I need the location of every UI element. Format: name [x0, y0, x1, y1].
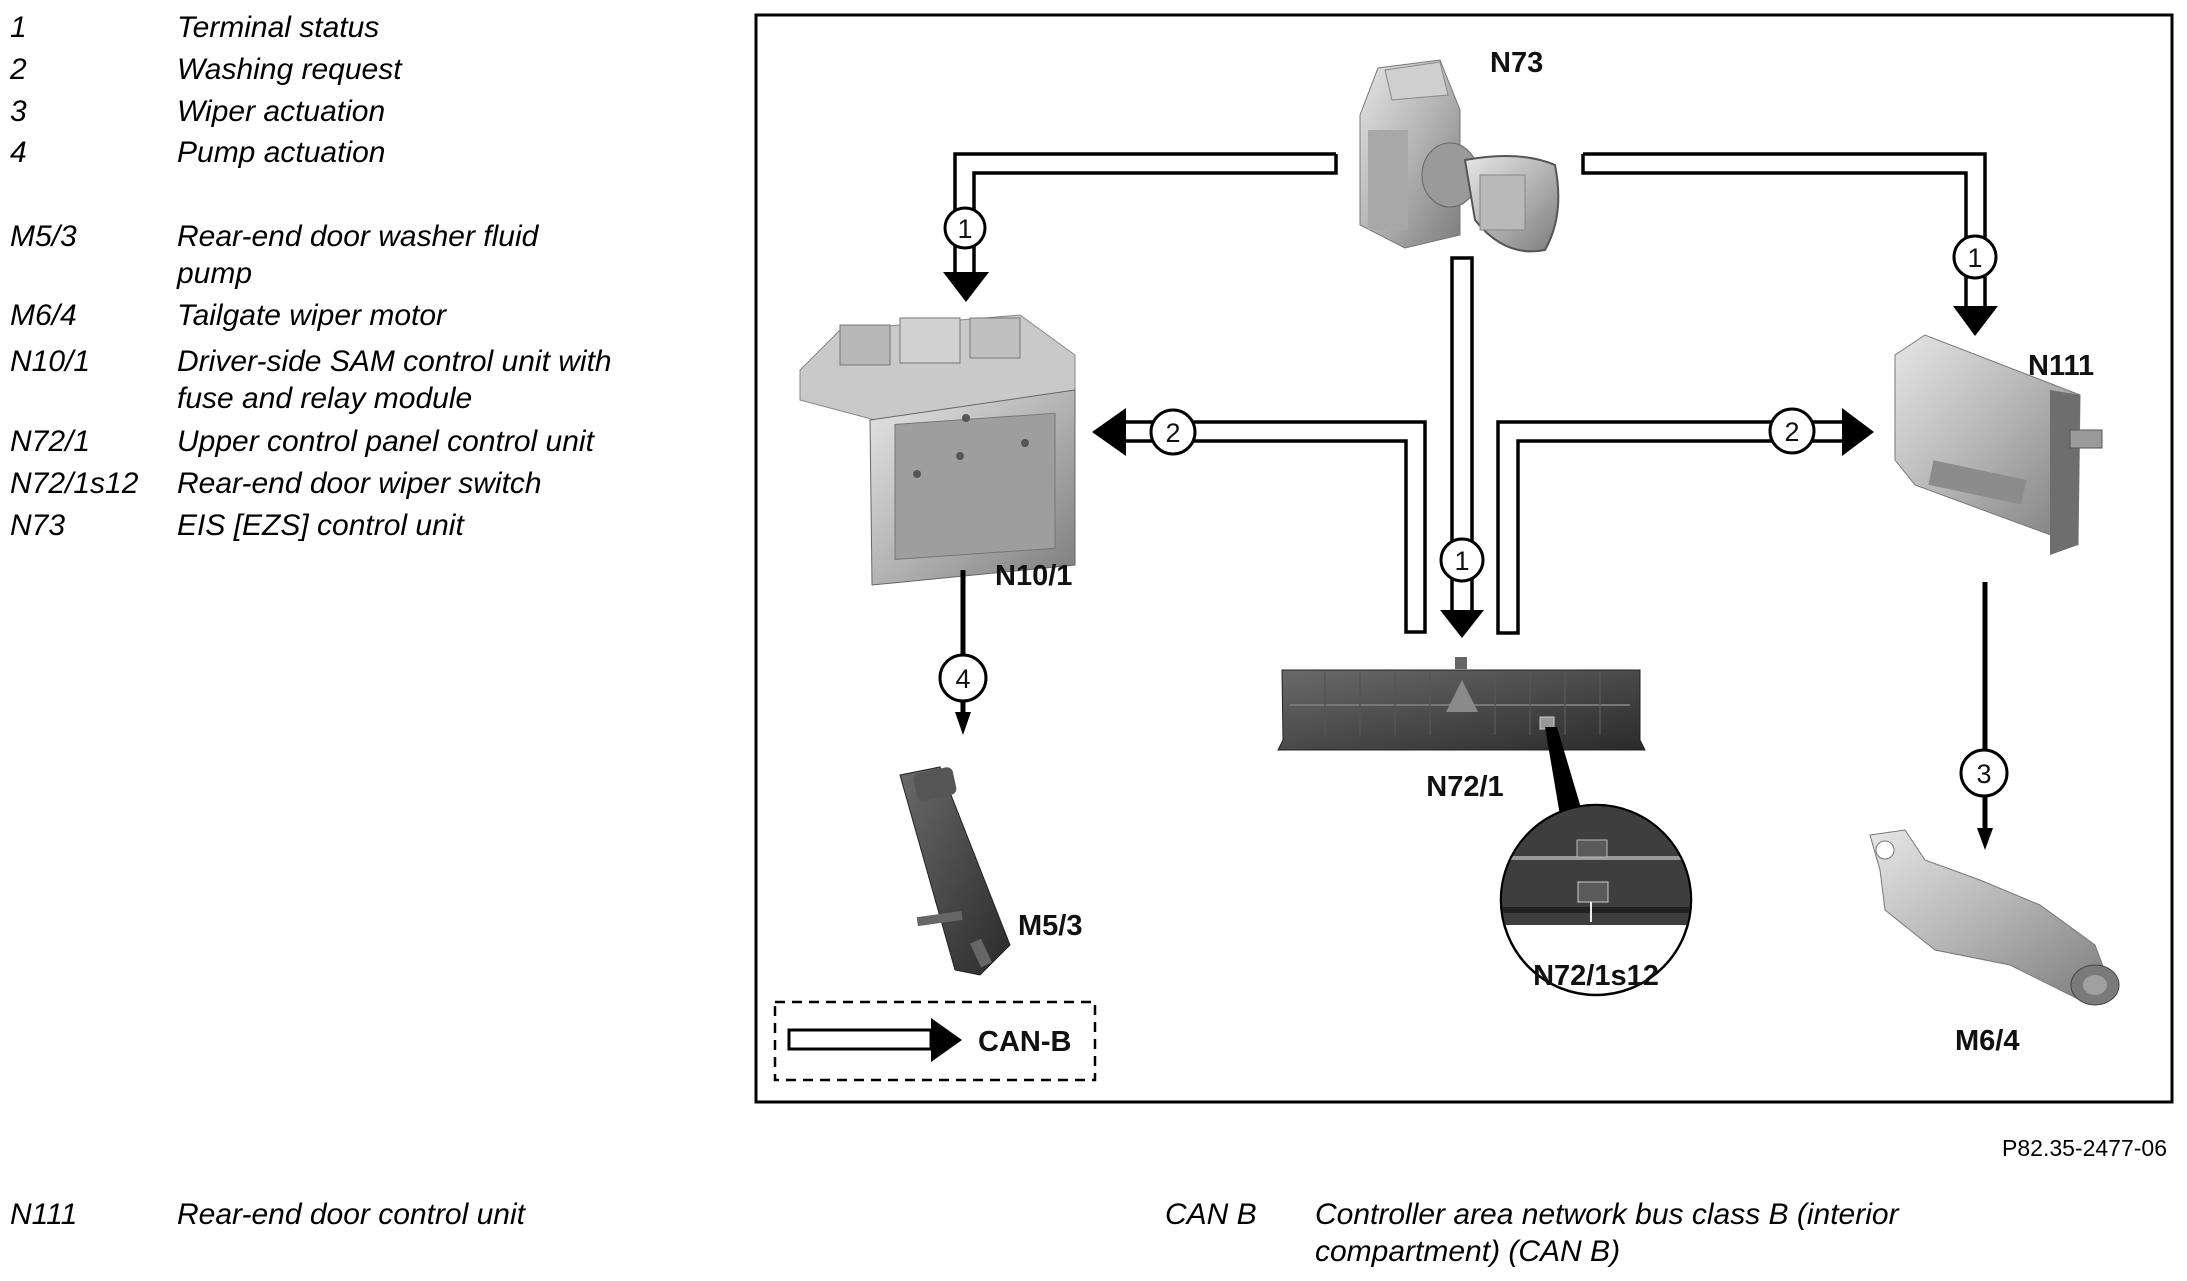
n10-1-sam-module-image: [799, 314, 1076, 586]
signal-path-wiper-actuation: [1977, 582, 1993, 850]
n111-rear-door-control-unit-image: [1894, 334, 2103, 555]
figure-reference: P82.35-2477-06: [2002, 1135, 2167, 1161]
signal-badge-1: 1: [1952, 234, 1998, 280]
can-b-key-label: CAN-B: [978, 1026, 1071, 1058]
signal-badge-4: 4: [938, 653, 988, 703]
m5-3-label: M5/3: [1018, 910, 1082, 942]
diagram-frame: [754, 13, 2174, 1104]
svg-text:3: 3: [1976, 759, 1991, 789]
n73-label: N73: [1490, 47, 1543, 79]
m6-4-wiper-motor-image: [1869, 829, 2120, 1006]
svg-text:1: 1: [1967, 243, 1982, 273]
n73-ignition-switch-image: [1359, 59, 1560, 253]
n72-1-label: N72/1: [1426, 771, 1503, 803]
m5-3-washer-pump-image: [899, 766, 1011, 976]
svg-text:1: 1: [1454, 546, 1469, 576]
signal-badge-3: 3: [1959, 748, 2009, 798]
can-path-washing-request-to-n111: [1496, 408, 1874, 635]
can-path-terminal-status-to-n72-1: [1440, 256, 1484, 638]
n72-1s12-callout: N72/1s12: [1499, 727, 1693, 997]
signal-badge-1: 1: [1439, 537, 1485, 583]
m6-4-label: M6/4: [1955, 1025, 2019, 1057]
svg-text:1: 1: [957, 214, 972, 244]
svg-text:2: 2: [1165, 418, 1180, 448]
can-path-washing-request-to-n10-1: [1092, 408, 1427, 634]
signal-badge-2: 2: [1768, 407, 1816, 455]
n72-1-control-panel-image: [1277, 657, 1646, 751]
signal-path-pump-actuation: [955, 570, 971, 735]
arrow-head: [943, 272, 989, 302]
can-b-key: CAN-B: [773, 1000, 1097, 1082]
signal-badge-1: 1: [943, 206, 987, 250]
n10-1-label: N10/1: [995, 560, 1072, 592]
svg-text:2: 2: [1784, 417, 1799, 447]
n111-label: N111: [2028, 350, 2094, 382]
n72-1s12-label: N72/1s12: [1533, 960, 1659, 992]
can-path-terminal-status-to-n111: [1581, 152, 1998, 336]
signal-badge-2: 2: [1149, 408, 1197, 456]
can-path-terminal-status-to-n10-1: [943, 152, 1338, 302]
svg-text:4: 4: [955, 664, 970, 694]
